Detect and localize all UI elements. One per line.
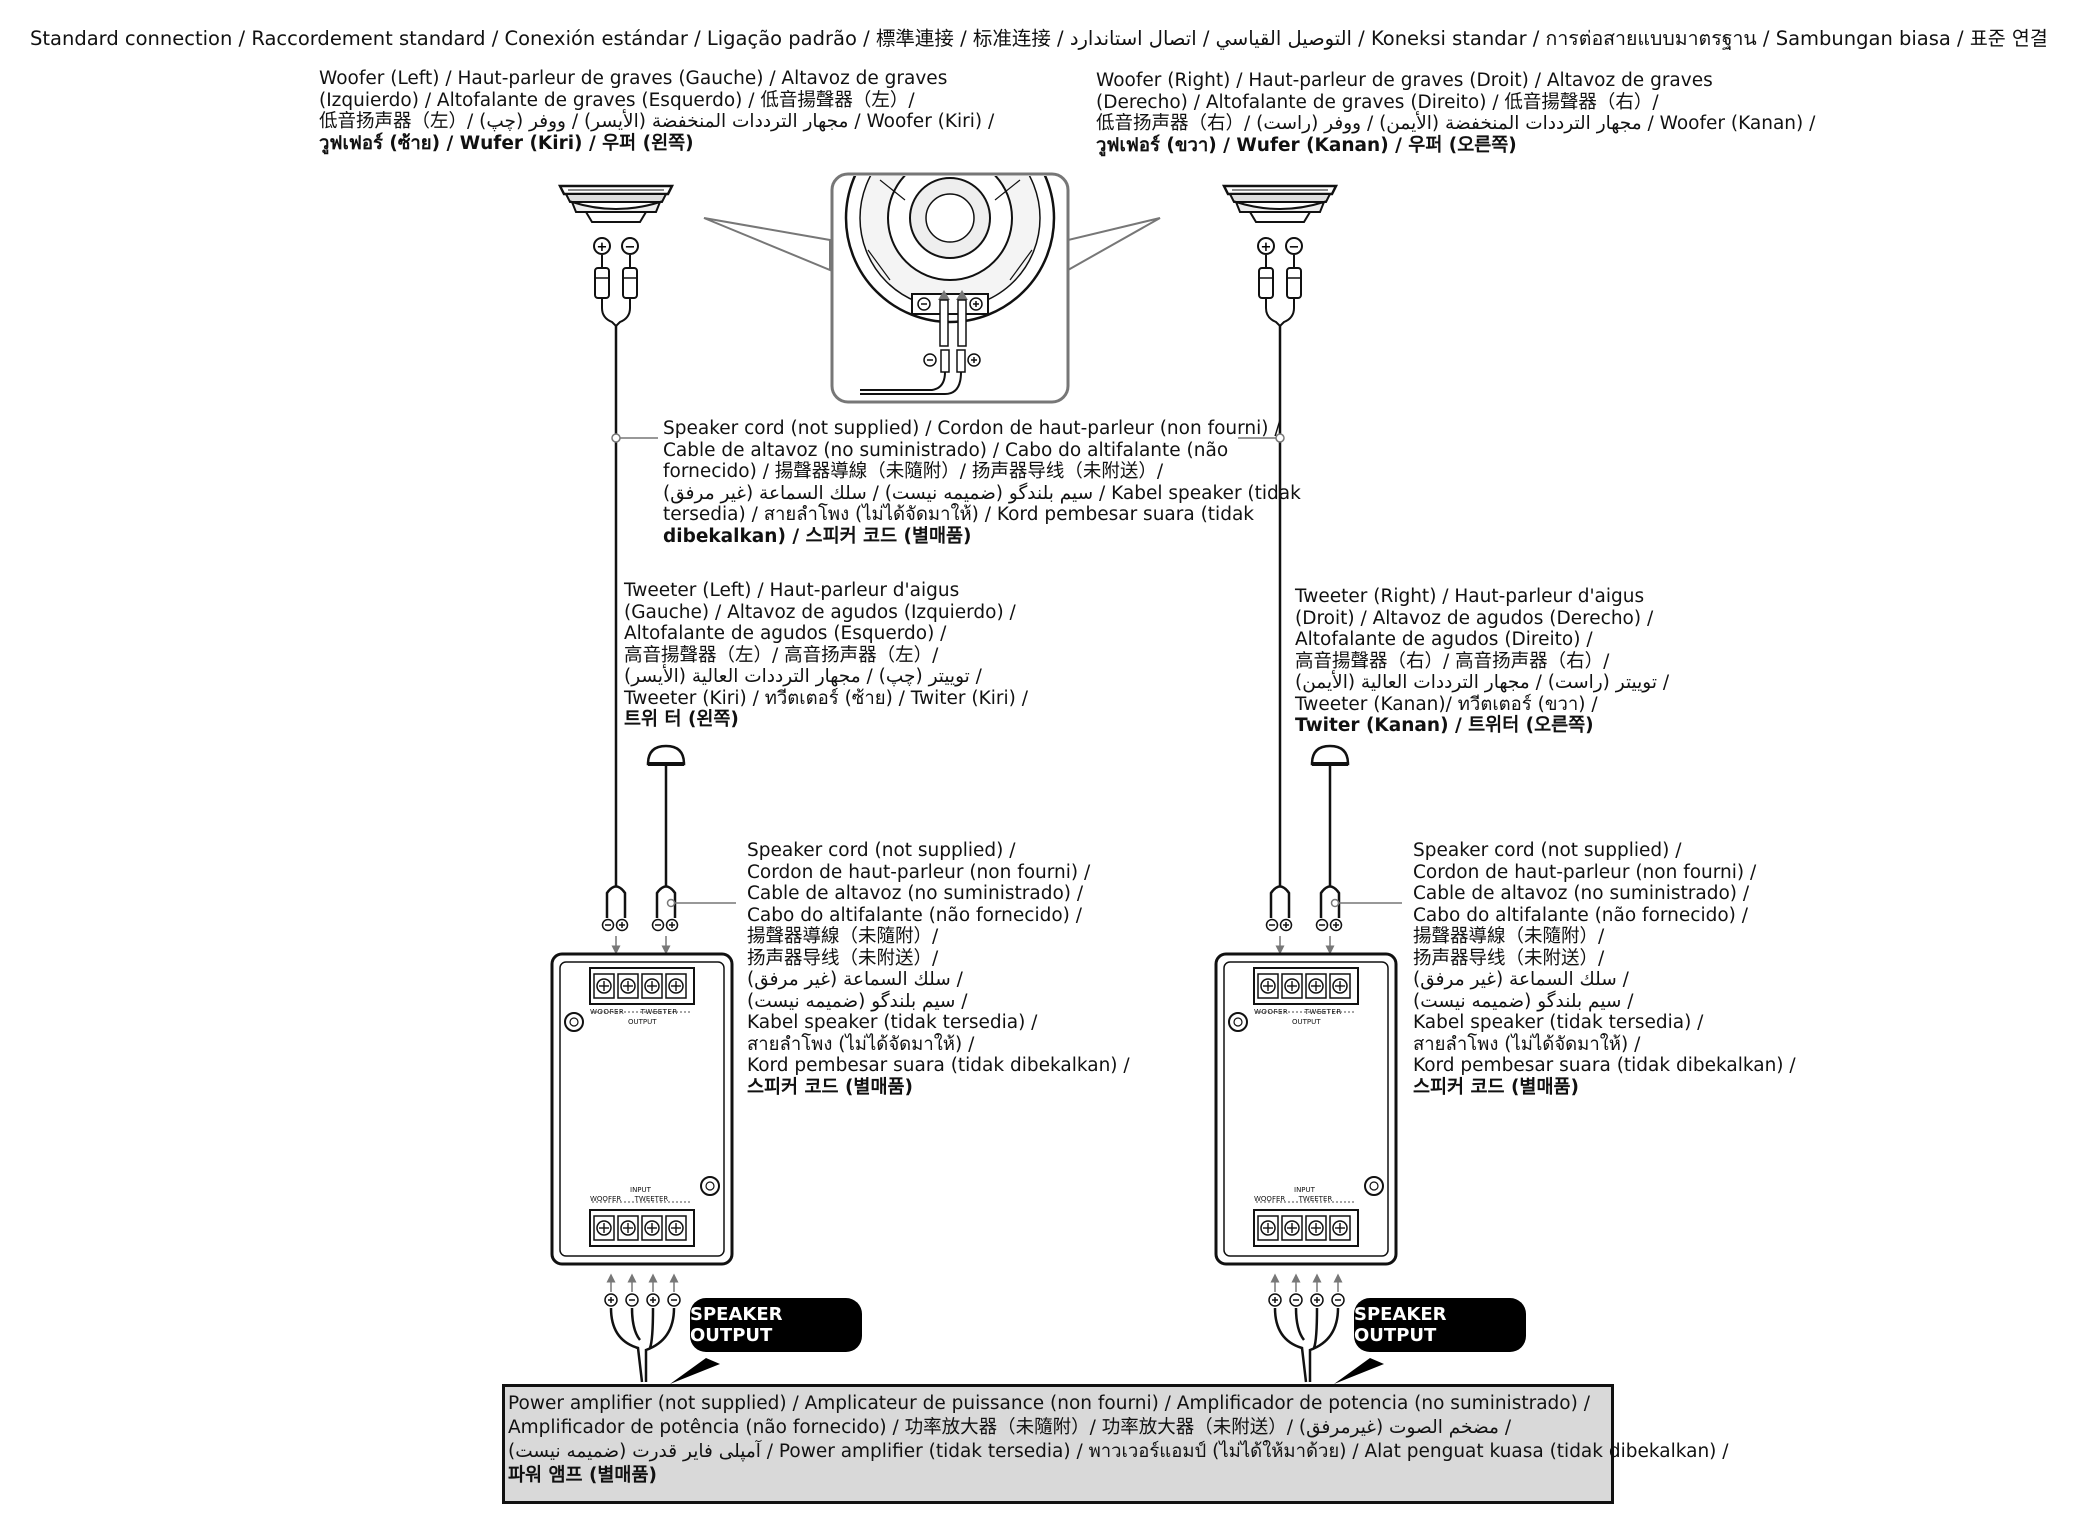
tweeter-left-label: Tweeter (Left) / Haut-parleur d'aigus (G… <box>624 580 1028 730</box>
woofer-right-plugs <box>1257 237 1303 327</box>
power-amplifier-box <box>502 1384 1614 1504</box>
woofer-detail-callout <box>703 172 1161 404</box>
crossover-left-output-title: OUTPUT <box>628 1018 657 1026</box>
crossover-left-input-title: INPUT <box>630 1186 651 1194</box>
left-input-terminals <box>604 1273 720 1384</box>
right-output-plugs <box>1269 885 1402 918</box>
woofer-left-label: Woofer (Left) / Haut-parleur de graves (… <box>319 68 995 154</box>
woofer-right-label: Woofer (Right) / Haut-parleur de graves … <box>1096 70 1816 156</box>
page-title: Standard connection / Raccordement stand… <box>30 27 2048 50</box>
woofer-right-graphic <box>1222 184 1338 224</box>
tweeter-left-graphic <box>646 744 686 768</box>
left-output-plugs <box>605 885 736 918</box>
speaker-output-badge-left: SPEAKER OUTPUT <box>690 1298 862 1352</box>
crossover-right-output-label: WOOFER TWEETER <box>1254 1008 1342 1016</box>
speaker-cord-top-label: Speaker cord (not supplied) / Cordon de … <box>663 418 1301 547</box>
woofer-left-plugs <box>593 237 639 327</box>
crossover-left-output-label: WOOFER TWEETER <box>590 1008 678 1016</box>
tweeter-right-label: Tweeter (Right) / Haut-parleur d'aigus (… <box>1295 586 1670 736</box>
crossover-left <box>550 952 734 1266</box>
speaker-output-badge-right: SPEAKER OUTPUT <box>1354 1298 1526 1352</box>
crossover-left-input-label: WOOFER TWEETER <box>590 1195 669 1203</box>
crossover-right <box>1214 952 1398 1266</box>
crossover-right-output-title: OUTPUT <box>1292 1018 1321 1026</box>
speaker-cord-left-label: Speaker cord (not supplied) / Cordon de … <box>747 840 1130 1098</box>
crossover-right-input-label: WOOFER TWEETER <box>1254 1195 1333 1203</box>
woofer-left-graphic <box>558 184 674 224</box>
tweeter-right-graphic <box>1310 744 1350 768</box>
crossover-right-input-title: INPUT <box>1294 1186 1315 1194</box>
right-input-terminals <box>1268 1273 1384 1384</box>
power-amplifier-label: Power amplifier (not supplied) / Amplica… <box>508 1393 1729 1486</box>
speaker-cord-right-label: Speaker cord (not supplied) / Cordon de … <box>1413 840 1796 1098</box>
